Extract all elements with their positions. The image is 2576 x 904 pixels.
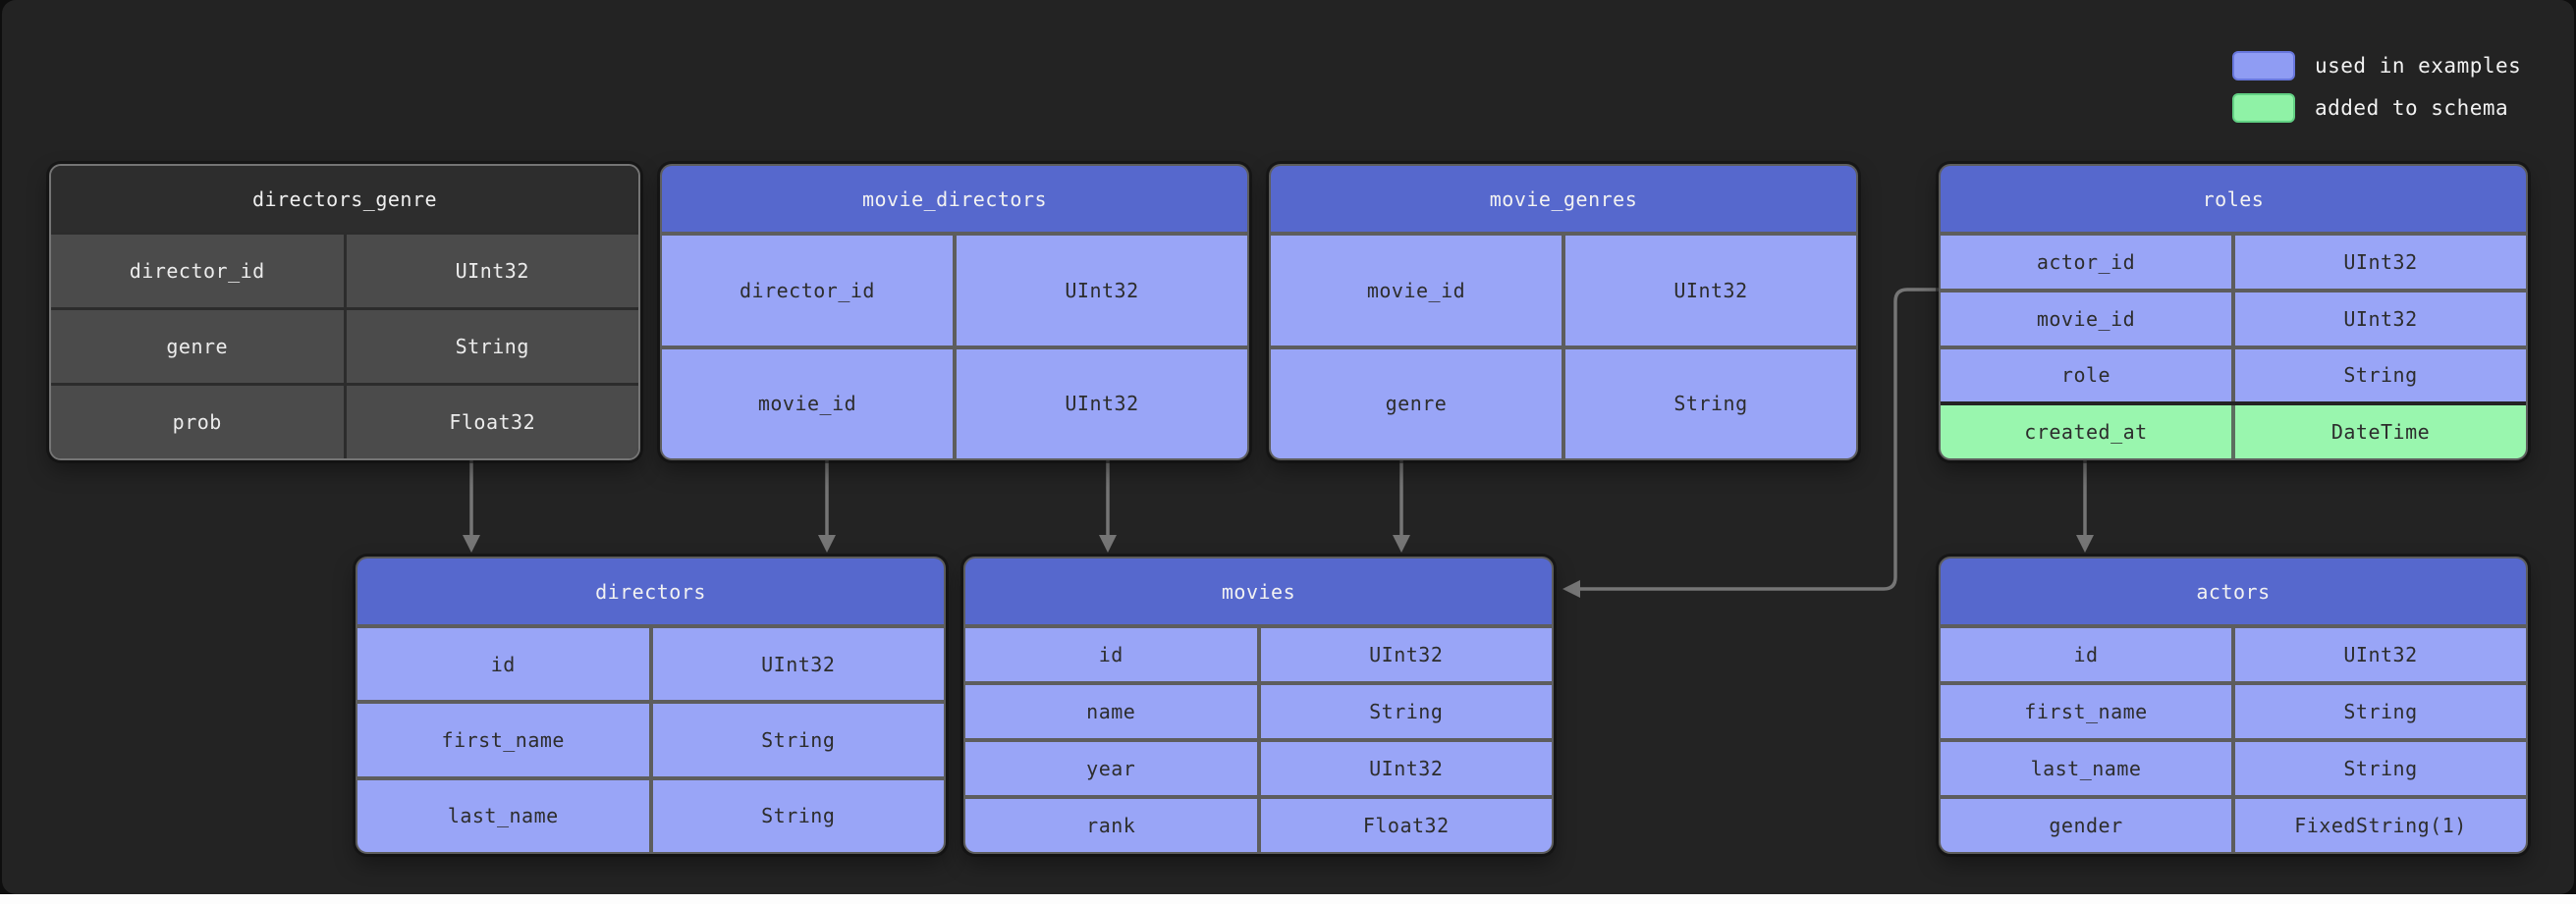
column-type-cell: String	[2231, 685, 2526, 738]
table-title: directors	[357, 558, 944, 624]
column-name-cell: role	[1941, 348, 2231, 402]
column-type-cell: FixedString(1)	[2231, 799, 2526, 852]
table-row: director_id UInt32	[662, 232, 1247, 346]
column-type-cell: String	[2231, 742, 2526, 795]
column-name-cell: last_name	[357, 779, 649, 852]
table-row: genre String	[1271, 345, 1856, 458]
column-type-cell: String	[648, 779, 944, 852]
column-type-cell: DateTime	[2231, 405, 2526, 458]
column-name-cell: last_name	[1941, 742, 2231, 795]
column-type-cell: String	[343, 310, 638, 383]
column-name-cell: movie_id	[1271, 236, 1562, 346]
table-row: actor_id UInt32	[1941, 232, 2526, 289]
column-type-cell: Float32	[1256, 799, 1552, 852]
column-type-cell: UInt32	[953, 348, 1247, 458]
table-row: rank Float32	[965, 795, 1552, 852]
legend-label: used in examples	[2315, 54, 2522, 78]
column-name-cell: genre	[1271, 348, 1562, 458]
table-directors-genre: directors_genre director_id UInt32 genre…	[49, 164, 640, 460]
table-title: movie_genres	[1271, 166, 1856, 232]
table-title: directors_genre	[51, 166, 638, 232]
table-title: movies	[965, 558, 1552, 624]
legend-item-used-in-examples: used in examples	[2232, 51, 2521, 80]
table-row: movie_id UInt32	[1941, 288, 2526, 346]
column-name-cell: movie_id	[662, 348, 953, 458]
column-name-cell: id	[1941, 628, 2231, 681]
column-type-cell: String	[1256, 685, 1552, 738]
column-name-cell: prob	[51, 386, 344, 458]
table-roles: roles actor_id UInt32 movie_id UInt32 ro…	[1939, 164, 2528, 460]
table-movie-directors: movie_directors director_id UInt32 movie…	[660, 164, 1249, 460]
table-movies: movies id UInt32 name String year UInt32…	[963, 557, 1554, 854]
column-name-cell: id	[965, 628, 1257, 681]
table-movie-genres: movie_genres movie_id UInt32 genre Strin…	[1269, 164, 1858, 460]
table-row: last_name String	[1941, 738, 2526, 795]
column-type-cell: UInt32	[343, 235, 638, 307]
page-bottom-strip	[0, 894, 2576, 904]
table-row: movie_id UInt32	[1271, 232, 1856, 346]
column-name-cell: created_at	[1941, 405, 2231, 458]
table-actors: actors id UInt32 first_name String last_…	[1939, 557, 2528, 854]
legend-swatch-green	[2232, 93, 2295, 123]
column-name-cell: rank	[965, 799, 1257, 852]
table-row: year UInt32	[965, 738, 1552, 795]
column-name-cell: movie_id	[1941, 292, 2231, 346]
column-type-cell: UInt32	[2231, 628, 2526, 681]
table-row: id UInt32	[965, 624, 1552, 681]
column-type-cell: Float32	[343, 386, 638, 458]
table-row: gender FixedString(1)	[1941, 795, 2526, 852]
table-row: role String	[1941, 345, 2526, 402]
table-row: prob Float32	[51, 383, 638, 458]
column-name-cell: gender	[1941, 799, 2231, 852]
column-type-cell: String	[2231, 348, 2526, 402]
table-title: movie_directors	[662, 166, 1247, 232]
column-type-cell: UInt32	[1256, 742, 1552, 795]
column-type-cell: String	[648, 704, 944, 776]
column-name-cell: year	[965, 742, 1257, 795]
legend-label: added to schema	[2315, 96, 2509, 120]
table-row: genre String	[51, 307, 638, 383]
legend-swatch-blue	[2232, 51, 2295, 80]
table-title: actors	[1941, 558, 2526, 624]
table-row: last_name String	[357, 775, 944, 852]
table-row: name String	[965, 681, 1552, 738]
column-type-cell: UInt32	[953, 236, 1247, 346]
column-name-cell: genre	[51, 310, 344, 383]
table-directors: directors id UInt32 first_name String la…	[356, 557, 946, 854]
column-type-cell: UInt32	[2231, 236, 2526, 289]
column-type-cell: UInt32	[1256, 628, 1552, 681]
column-name-cell: first_name	[357, 704, 649, 776]
column-name-cell: id	[357, 628, 649, 701]
column-name-cell: director_id	[51, 235, 344, 307]
column-name-cell: director_id	[662, 236, 953, 346]
column-name-cell: first_name	[1941, 685, 2231, 738]
column-type-cell: UInt32	[2231, 292, 2526, 346]
column-name-cell: actor_id	[1941, 236, 2231, 289]
legend-item-added-to-schema: added to schema	[2232, 93, 2508, 123]
table-row: first_name String	[1941, 681, 2526, 738]
column-type-cell: UInt32	[1562, 236, 1856, 346]
table-row: first_name String	[357, 700, 944, 776]
table-title: roles	[1941, 166, 2526, 232]
table-row: id UInt32	[357, 624, 944, 701]
column-type-cell: UInt32	[648, 628, 944, 701]
table-row-added-to-schema: created_at DateTime	[1941, 401, 2526, 458]
column-name-cell: name	[965, 685, 1257, 738]
table-row: director_id UInt32	[51, 232, 638, 307]
table-row: movie_id UInt32	[662, 345, 1247, 458]
table-row: id UInt32	[1941, 624, 2526, 681]
column-type-cell: String	[1562, 348, 1856, 458]
